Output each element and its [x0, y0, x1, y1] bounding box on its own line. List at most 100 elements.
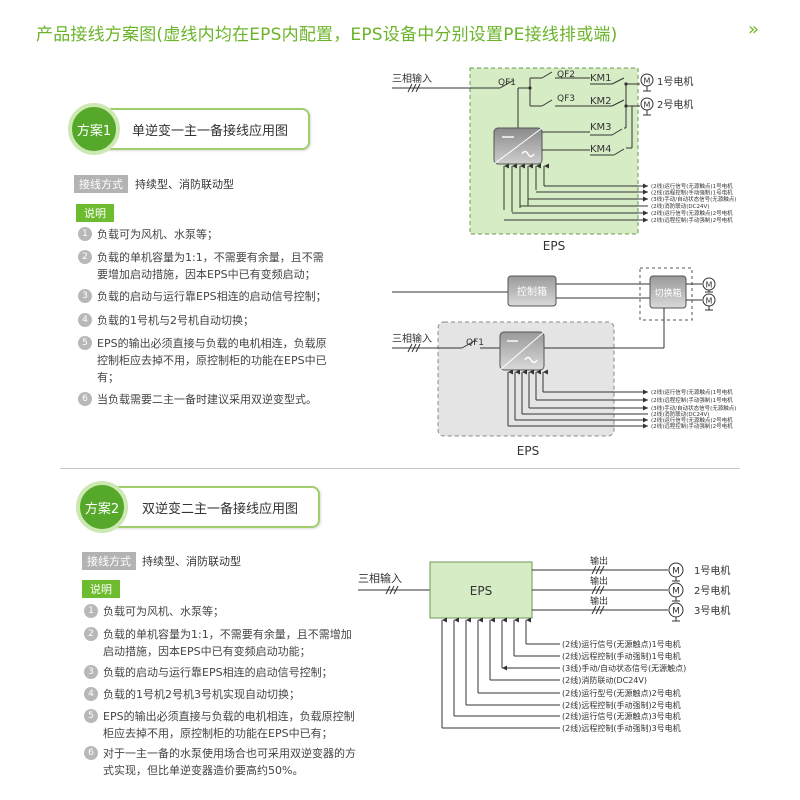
km2-label: KM2 — [590, 96, 612, 107]
note-number: 6 — [84, 746, 98, 760]
scheme2-note: 2 负载的单机容量为1:1，不需要有余量，且不需增加启动措施，因本EPS中已有变… — [84, 626, 356, 660]
motor-symbol: M — [706, 297, 713, 306]
note-number: 2 — [78, 250, 92, 264]
scheme2-note: 1 负载可为风机、水泵等； — [84, 603, 356, 620]
output-label: 输出 — [590, 555, 608, 567]
scheme1-note: 3 负载的启动与运行靠EPS相连的启动信号控制； — [78, 288, 332, 305]
signal-label: (2线)远程控制(手动强制)1号电机 — [651, 396, 733, 404]
signal-label: (3线)手动/自动状态信号(无源触点) — [562, 663, 686, 673]
note-text: 负载可为风机、水泵等； — [103, 605, 224, 618]
qf3-label: QF3 — [557, 94, 575, 104]
scheme2-notes-label: 说明 — [82, 580, 120, 598]
scheme1-note: 1 负载可为风机、水泵等； — [78, 226, 332, 243]
signal-label: (2线)运行信号(无源触点)2号电机 — [651, 209, 733, 217]
scheme1-notes-label: 说明 — [76, 204, 114, 222]
motor1-label: 1号电机 — [694, 564, 730, 577]
control-box — [507, 275, 557, 307]
motor-symbol: M — [672, 607, 680, 617]
motor3-label: 3号电机 — [694, 604, 730, 617]
signal-label: (2线)运行信号(无源触点)2号电机 — [651, 416, 733, 424]
page-title: 产品接线方案图(虚线内均在EPS内配置，EPS设备中分别设置PE接线排或端) — [36, 25, 618, 45]
signal-label: (2线)远程控制(手动强制)2号电机 — [562, 700, 681, 710]
motor1-symbol: M — [644, 77, 651, 86]
scheme1-note: 4 负载的1号机与2号机自动切换； — [78, 312, 332, 329]
three-phase-input-label: 三相输入 — [392, 72, 432, 85]
three-phase-input-label: 三相输入 — [358, 571, 402, 585]
scheme1-badge: 方案1 — [68, 103, 120, 155]
note-text: 负载的启动与运行靠EPS相连的启动信号控制； — [97, 290, 327, 303]
note-text: 负载的单机容量为1:1，不需要有余量，且不需要增加启动措施，因本EPS中已有变频… — [97, 251, 324, 281]
motor-symbol: M — [706, 281, 713, 290]
switch-box-label: 切换箱 — [654, 287, 681, 299]
note-text: EPS的输出必须直接与负载的电机相连，负载原控制柜应去掉不用，原控制柜的功能在E… — [103, 710, 355, 740]
switch-box-enclosure — [639, 267, 693, 321]
signal-label: (2线)运行信号(无源触点)1号电机 — [651, 182, 733, 190]
three-phase-input-label: 三相输入 — [392, 332, 432, 345]
scheme2-note: 4 负载的1号机2号机3号机实现自动切换； — [84, 686, 356, 703]
scheme2-note: 3 负载的启动与运行靠EPS相连的启动信号控制； — [84, 664, 356, 681]
qf2-label: QF2 — [557, 70, 575, 80]
signal-label: (2线)运行型号(无源触点)2号电机 — [562, 688, 681, 698]
scheme1-note: 2 负载的单机容量为1:1，不需要有余量，且不需要增加启动措施，因本EPS中已有… — [78, 249, 332, 283]
motor2-label: 2号电机 — [694, 584, 730, 597]
km3-label: KM3 — [590, 122, 612, 133]
note-text: 当负载需要二主一备时建议采用双逆变型式。 — [97, 393, 317, 406]
scheme2-header — [100, 486, 320, 528]
scheme1-wiring-label: 接线方式 — [74, 175, 128, 193]
scheme1-header — [92, 108, 310, 150]
scheme2-wiring-label: 接线方式 — [82, 552, 136, 570]
signal-label: (2线)远程控制(手动强制)3号电机 — [562, 723, 681, 733]
control-box-label: 控制箱 — [517, 285, 547, 298]
note-text: 负载的1号机2号机3号机实现自动切换； — [103, 688, 300, 701]
note-number: 3 — [84, 665, 98, 679]
scheme2-wiring-value: 持续型、消防联动型 — [142, 555, 241, 568]
scheme2-note: 5 EPS的输出必须直接与负载的电机相连，负载原控制柜应去掉不用，原控制柜的功能… — [84, 708, 356, 742]
scheme1-note: 6 当负载需要二主一备时建议采用双逆变型式。 — [78, 391, 332, 408]
signal-label: (2线)消防联动(DC24V) — [562, 675, 647, 685]
motor-symbol: M — [672, 567, 680, 577]
more-arrow-icon[interactable]: » — [748, 19, 760, 40]
signal-label: (2线)运行信号(无源触点)1号电机 — [651, 388, 733, 396]
note-text: 对于一主一备的水泵使用场合也可采用双逆变器的方式实现，但比单逆变器造价要高约50… — [103, 747, 356, 777]
note-number: 6 — [78, 392, 92, 406]
signal-label: (3线)手动/自动状态信号(无源触点) — [651, 404, 736, 412]
eps-label: EPS — [470, 584, 492, 598]
motor2-symbol: M — [644, 101, 651, 110]
motor2-label: 2号电机 — [657, 98, 693, 111]
scheme2-name: 双逆变二主一备接线应用图 — [142, 502, 299, 517]
note-text: 负载的启动与运行靠EPS相连的启动信号控制； — [103, 666, 333, 679]
note-number: 5 — [78, 336, 92, 350]
switch-box — [649, 275, 687, 309]
motor1-label: 1号电机 — [657, 75, 693, 88]
note-text: 负载的单机容量为1:1，不需要有余量，且不需增加启动措施，因本EPS中已有变频启… — [103, 628, 352, 658]
eps-label: EPS — [517, 444, 539, 458]
note-text: EPS的输出必须直接与负载的电机相连，负载原控制柜应去掉不用，原控制柜的功能在E… — [97, 337, 327, 384]
note-number: 5 — [84, 709, 98, 723]
note-number: 4 — [84, 687, 98, 701]
note-text: 负载可为风机、水泵等； — [97, 228, 218, 241]
signal-label: (2线)远程控制(手动强制)1号电机 — [562, 651, 681, 661]
motor-symbol: M — [672, 587, 680, 597]
signal-label: (2线)远程控制(手动强制)2号电机 — [651, 422, 733, 430]
section-divider — [60, 468, 740, 469]
signal-label: (2线)远程控制(手动强制)2号电机 — [651, 216, 733, 224]
note-number: 1 — [78, 227, 92, 241]
qf1-label: QF1 — [466, 338, 484, 348]
eps-label: EPS — [543, 239, 565, 253]
scheme1-wiring-value: 持续型、消防联动型 — [135, 178, 234, 191]
note-number: 2 — [84, 627, 98, 641]
signal-label: (2线)运行信号(无源触点)3号电机 — [562, 711, 681, 721]
signal-label: (2线)运行信号(无源触点)1号电机 — [562, 639, 681, 649]
km1-label: KM1 — [590, 73, 612, 84]
qf1-label: QF1 — [498, 78, 516, 88]
scheme1-name: 单逆变一主一备接线应用图 — [132, 124, 289, 139]
scheme2-badge: 方案2 — [76, 481, 128, 533]
km4-label: KM4 — [590, 144, 612, 155]
note-number: 4 — [78, 313, 92, 327]
eps-block — [429, 561, 533, 619]
note-number: 3 — [78, 289, 92, 303]
scheme1-note: 5 EPS的输出必须直接与负载的电机相连，负载原控制柜应去掉不用，原控制柜的功能… — [78, 335, 332, 386]
